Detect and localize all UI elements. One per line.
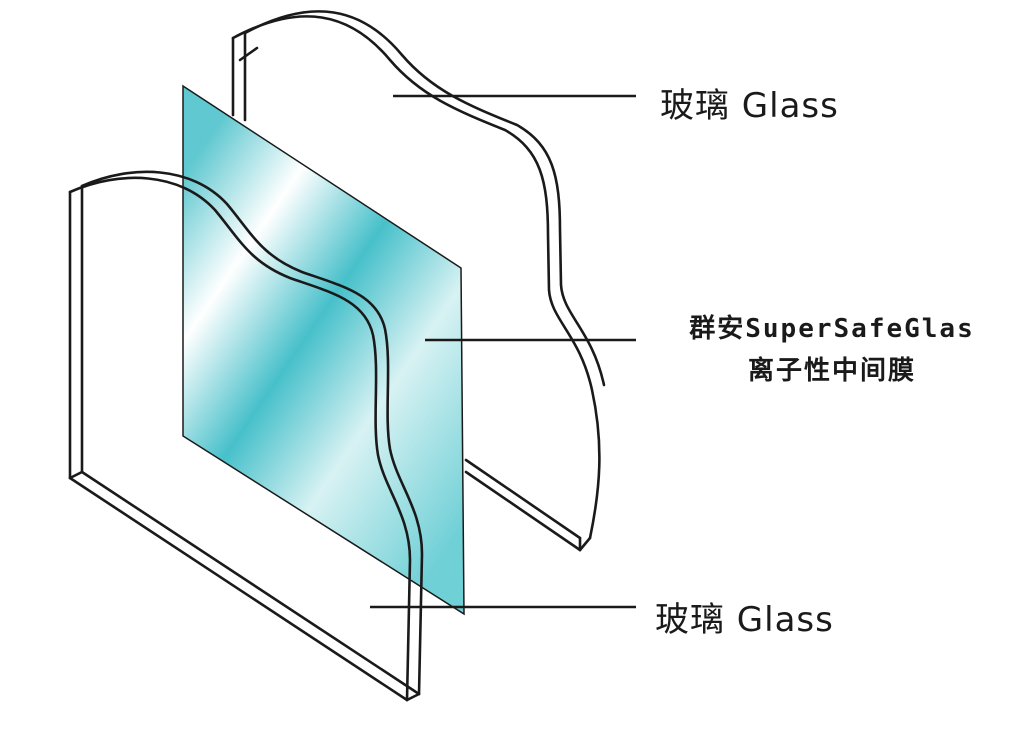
label-interlayer-line2: 离子性中间膜 <box>747 356 916 386</box>
label-interlayer: 群安SuperSafeGlas 离子性中间膜 <box>652 308 1012 392</box>
front-glass-pane <box>68 170 424 702</box>
interlayer-film <box>182 84 465 616</box>
label-bottom-glass: 玻璃 Glass <box>655 600 834 640</box>
label-top-glass: 玻璃 Glass <box>660 86 839 126</box>
label-interlayer-line1: 群安SuperSafeGlas <box>689 314 975 344</box>
